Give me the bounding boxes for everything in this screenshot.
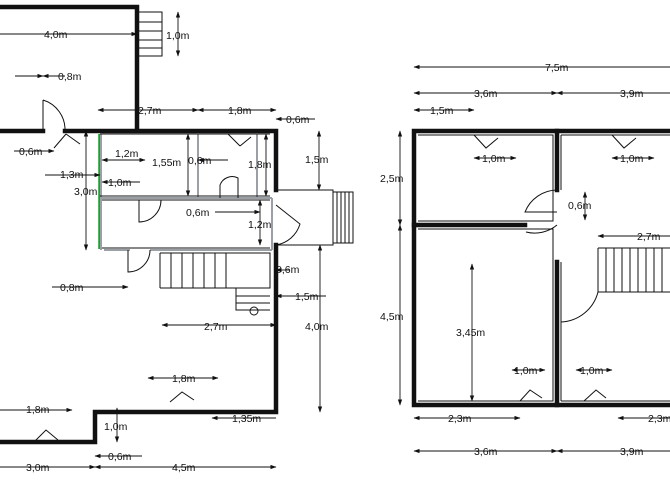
dim-label: 1,0m [620,153,644,165]
dim-label: 1,5m [430,105,454,117]
left-dimension-lines [0,11,326,470]
right-doors [473,134,637,402]
porch-steps [336,192,350,243]
dim-label: 1,2m [248,219,272,231]
dim-label: 3,6m [474,88,498,100]
dim-label: 0,6m [568,200,592,212]
dim-label: 1,8m [26,404,50,416]
porch-outline [276,189,354,246]
dim-label: 1,3m [60,169,84,181]
dim-label: 1,8m [172,373,196,385]
right-dimension-lines [397,64,670,454]
right-floor-plan: 7,5m 3,6m 3,9m 1,5m 2,5m 1,0m 1,0m 0,6m … [380,62,670,458]
dim-label: 2,7m [204,321,228,333]
dim-label: 0,6m [186,207,210,219]
left-inner-walls [100,133,273,251]
dim-label: 1,2m [115,148,139,160]
dim-label: 2,5m [380,173,404,185]
dim-label: 4,0m [44,29,68,41]
dim-label: 7,5m [545,62,569,74]
dim-label: 1,8m [248,159,272,171]
right-inner-walls [411,128,560,408]
dim-label: 1,0m [514,365,538,377]
dim-label: 3,0m [74,186,98,198]
dim-label: 2,3m [648,413,670,425]
dim-label: 1,35m [232,413,261,425]
dim-label: 0,6m [276,264,300,276]
left-doors [33,99,301,443]
left-outer-wall [0,4,279,445]
dim-label: 0,6m [286,114,310,126]
right-staircase [597,247,670,293]
dim-label: 1,0m [580,365,604,377]
dim-label: 4,5m [172,462,196,474]
dim-label: 4,5m [380,311,404,323]
dim-label: 0,6m [108,451,132,463]
dim-label: 0,8m [60,282,84,294]
dim-label: 3,0m [26,462,50,474]
right-dimension-labels: 7,5m 3,6m 3,9m 1,5m 2,5m 1,0m 1,0m 0,6m … [380,62,670,458]
main-staircase [159,252,271,316]
dim-label: 1,8m [228,105,252,117]
dim-label: 1,5m [295,291,319,303]
dim-label: 2,7m [637,231,661,243]
dim-label: 3,45m [456,327,485,339]
dim-label: 1,0m [166,30,190,42]
left-dimension-labels: 4,0m 1,0m 0,8m 2,7m 1,8m 0,6m 0,6m 1,2m … [19,29,329,474]
dim-label: 0,6m [188,155,212,167]
dim-label: 0,6m [19,146,43,158]
dim-label: 2,3m [448,413,472,425]
dim-label: 1,0m [482,153,506,165]
left-floor-plan: 4,0m 1,0m 0,8m 2,7m 1,8m 0,6m 0,6m 1,2m … [0,4,354,474]
dim-label: 3,6m [474,446,498,458]
right-outer-wall [411,128,670,408]
dim-label: 2,7m [138,105,162,117]
dim-label: 1,0m [104,421,128,433]
dim-label: 4,0m [305,321,329,333]
dim-label: 1,0m [108,177,132,189]
top-steps [137,21,162,49]
dim-label: 0,8m [58,71,82,83]
dim-label: 1,55m [152,157,181,169]
dim-label: 1,5m [305,154,329,166]
dim-label: 3,9m [620,446,644,458]
dim-label: 3,9m [620,88,644,100]
